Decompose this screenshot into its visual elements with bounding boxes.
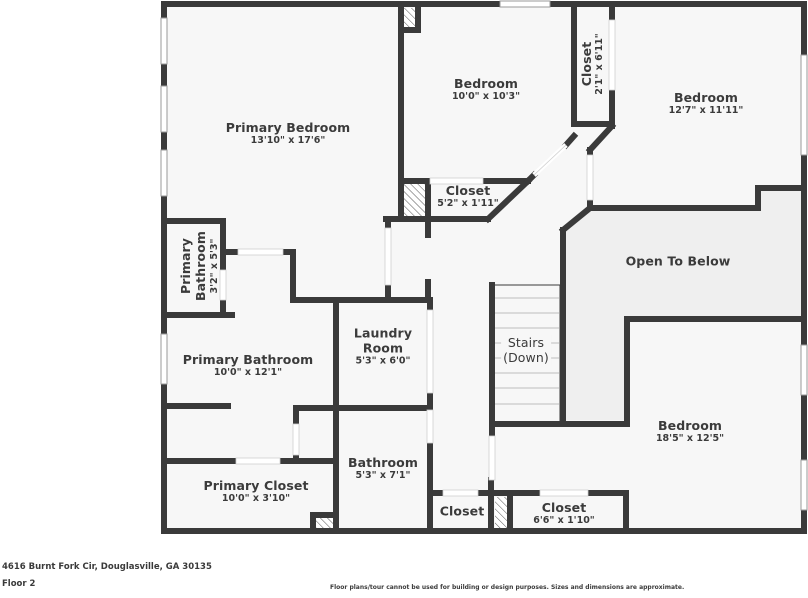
room-closet-2x6: Closet 2'1" x 6'11" [579, 33, 605, 95]
disclaimer: Floor plans/tour cannot be used for buil… [330, 584, 685, 591]
room-name: Bathroom [347, 454, 419, 470]
room-laundry: Laundry Room 5'3" x 6'0" [354, 325, 412, 366]
room-name: Primary Closet [203, 477, 309, 493]
chase-hatch [316, 518, 333, 528]
room-name: Closet [445, 182, 491, 198]
room-dims: 5'2" x 1'11" [437, 197, 499, 209]
room-name: Bedroom [673, 89, 739, 105]
room-name-line-2: Room [362, 340, 404, 356]
room-name: Primary Bathroom [182, 351, 314, 367]
room-dims: 18'5" x 12'5" [655, 432, 725, 444]
room-stairs: Stairs (Down) [501, 335, 551, 365]
room-name: Bedroom [453, 75, 519, 91]
room-open-to-below: Open To Below [626, 254, 731, 269]
room-dims: 13'10" x 17'6" [250, 134, 326, 146]
windows [160, 0, 808, 511]
chase-hatch [403, 184, 426, 216]
door-openings [219, 19, 616, 497]
room-dims: 2'1" x 6'11" [593, 33, 605, 95]
room-primary-closet: Primary Closet 10'0" x 3'10" [203, 478, 308, 504]
chase-hatch [404, 8, 417, 27]
room-closet-small: Closet [440, 504, 485, 519]
room-name: Primary Bedroom [225, 119, 351, 135]
room-dims: 5'3" x 6'0" [355, 355, 411, 367]
room-bathroom: Bathroom 5'3" x 7'1" [348, 455, 418, 481]
room-name: Closet [578, 41, 594, 87]
room-name: Closet [439, 503, 485, 519]
room-bedroom-3: Bedroom 18'5" x 12'5" [656, 418, 724, 444]
room-name: Bedroom [657, 417, 723, 433]
room-name: Closet [541, 499, 587, 515]
room-name-line-1: Primary [178, 237, 193, 295]
room-primary-bathroom-small: Primary Bathroom 3'2" x 5'3" [178, 230, 220, 302]
room-dims: 6'6" x 1'10" [533, 514, 595, 526]
room-closet-5x1: Closet 5'2" x 1'11" [437, 183, 499, 209]
room-name-line-1: Stairs [507, 335, 545, 350]
room-name-line-2: Bathroom [193, 230, 208, 302]
room-primary-bedroom: Primary Bedroom 13'10" x 17'6" [226, 120, 351, 146]
room-dims: 10'0" x 12'1" [213, 366, 283, 378]
room-dims: 12'7" x 11'11" [668, 104, 744, 116]
floor-label: Floor 2 [2, 579, 36, 589]
room-dims: 10'0" x 3'10" [221, 492, 291, 504]
room-dims: 10'0" x 10'3" [451, 90, 521, 102]
room-primary-bathroom: Primary Bathroom 10'0" x 12'1" [183, 352, 314, 378]
room-dims: 5'3" x 7'1" [355, 469, 411, 481]
room-bedroom-2: Bedroom 12'7" x 11'11" [669, 90, 744, 116]
property-address: 4616 Burnt Fork Cir, Douglasville, GA 30… [2, 562, 212, 572]
room-name: Open To Below [625, 253, 731, 269]
room-closet-6x1: Closet 6'6" x 1'10" [533, 500, 595, 526]
room-name-line-2: (Down) [503, 350, 549, 365]
chase-hatch [495, 497, 508, 528]
room-name-line-1: Laundry [353, 325, 413, 341]
room-bedroom-1: Bedroom 10'0" x 10'3" [452, 76, 520, 102]
room-dims: 3'2" x 5'3" [208, 238, 220, 294]
